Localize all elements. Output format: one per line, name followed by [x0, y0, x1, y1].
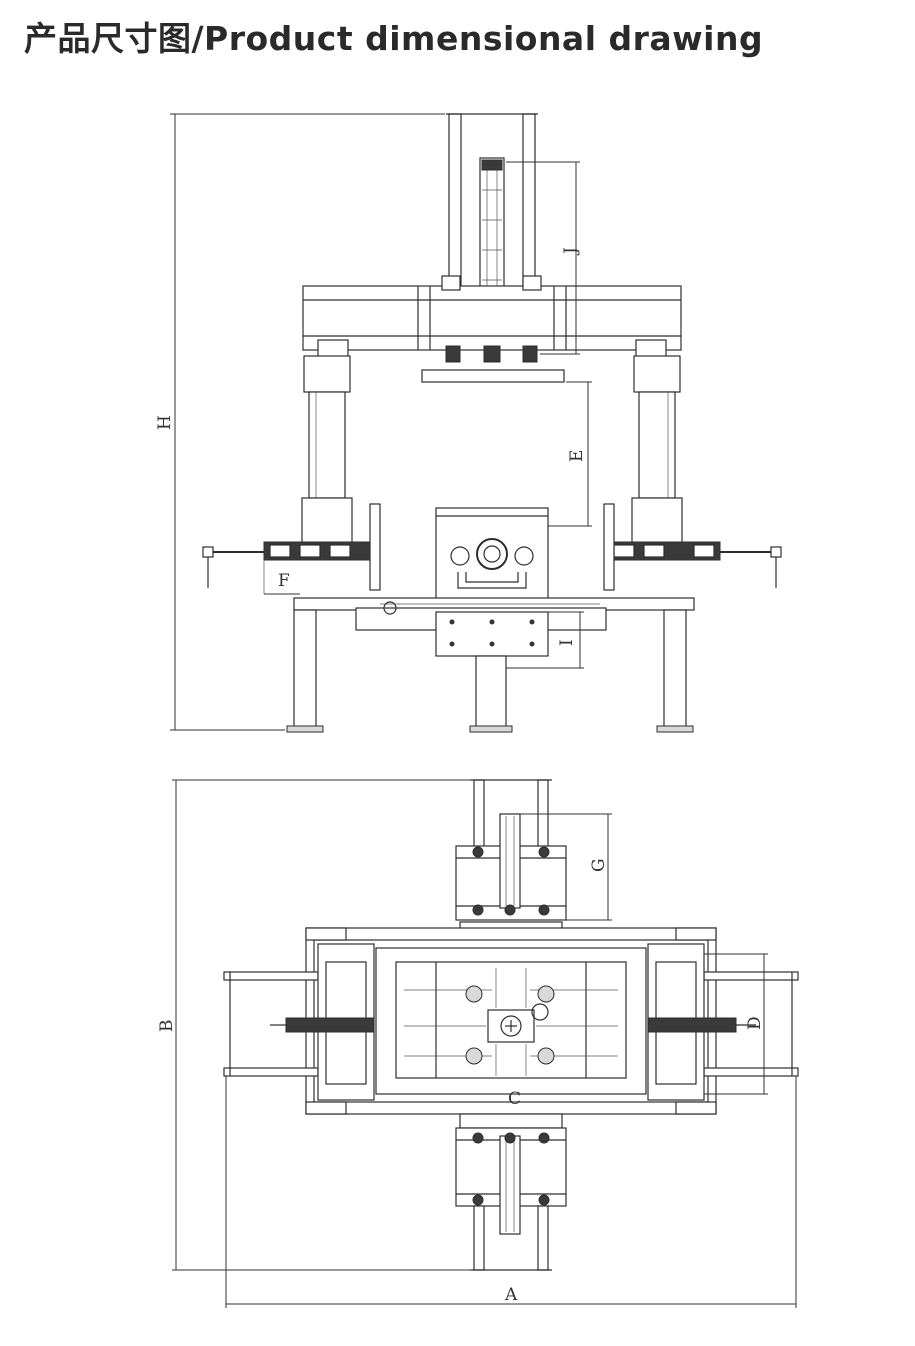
dimension-label-e: E	[567, 450, 587, 462]
plan-dimensions	[172, 779, 797, 1308]
dimension-label-d: D	[745, 1016, 765, 1030]
dimension-label-c: C	[508, 1089, 521, 1109]
left-clamp-arm	[202, 503, 381, 594]
plan-bottom-module	[455, 1113, 567, 1271]
right-clamp-arm	[603, 503, 782, 591]
dimension-label-g: G	[589, 858, 609, 872]
page-title: 产品尺寸图/Product dimensional drawing	[24, 19, 764, 58]
dimension-label-i: I	[557, 639, 577, 646]
plan-top-module	[455, 779, 567, 937]
front-elevation-view: H J E F I	[155, 113, 782, 733]
upper-press-plate	[421, 369, 565, 383]
dimension-label-j: J	[561, 247, 581, 256]
top-crossbeam	[302, 275, 682, 363]
dimension-label-b: B	[157, 1020, 177, 1033]
main-table	[293, 597, 695, 657]
plan-left-module	[223, 927, 375, 1115]
plan-right-module	[647, 927, 799, 1115]
dimension-label-h: H	[155, 415, 175, 430]
right-column	[631, 339, 683, 549]
table-legs	[286, 609, 694, 733]
dimension-label-f: F	[278, 571, 290, 591]
dimension-label-a: A	[504, 1285, 518, 1305]
left-column	[301, 339, 353, 549]
central-die-unit	[435, 507, 549, 605]
front-dimensions	[170, 113, 592, 731]
plan-view: B A C D G	[157, 779, 799, 1308]
